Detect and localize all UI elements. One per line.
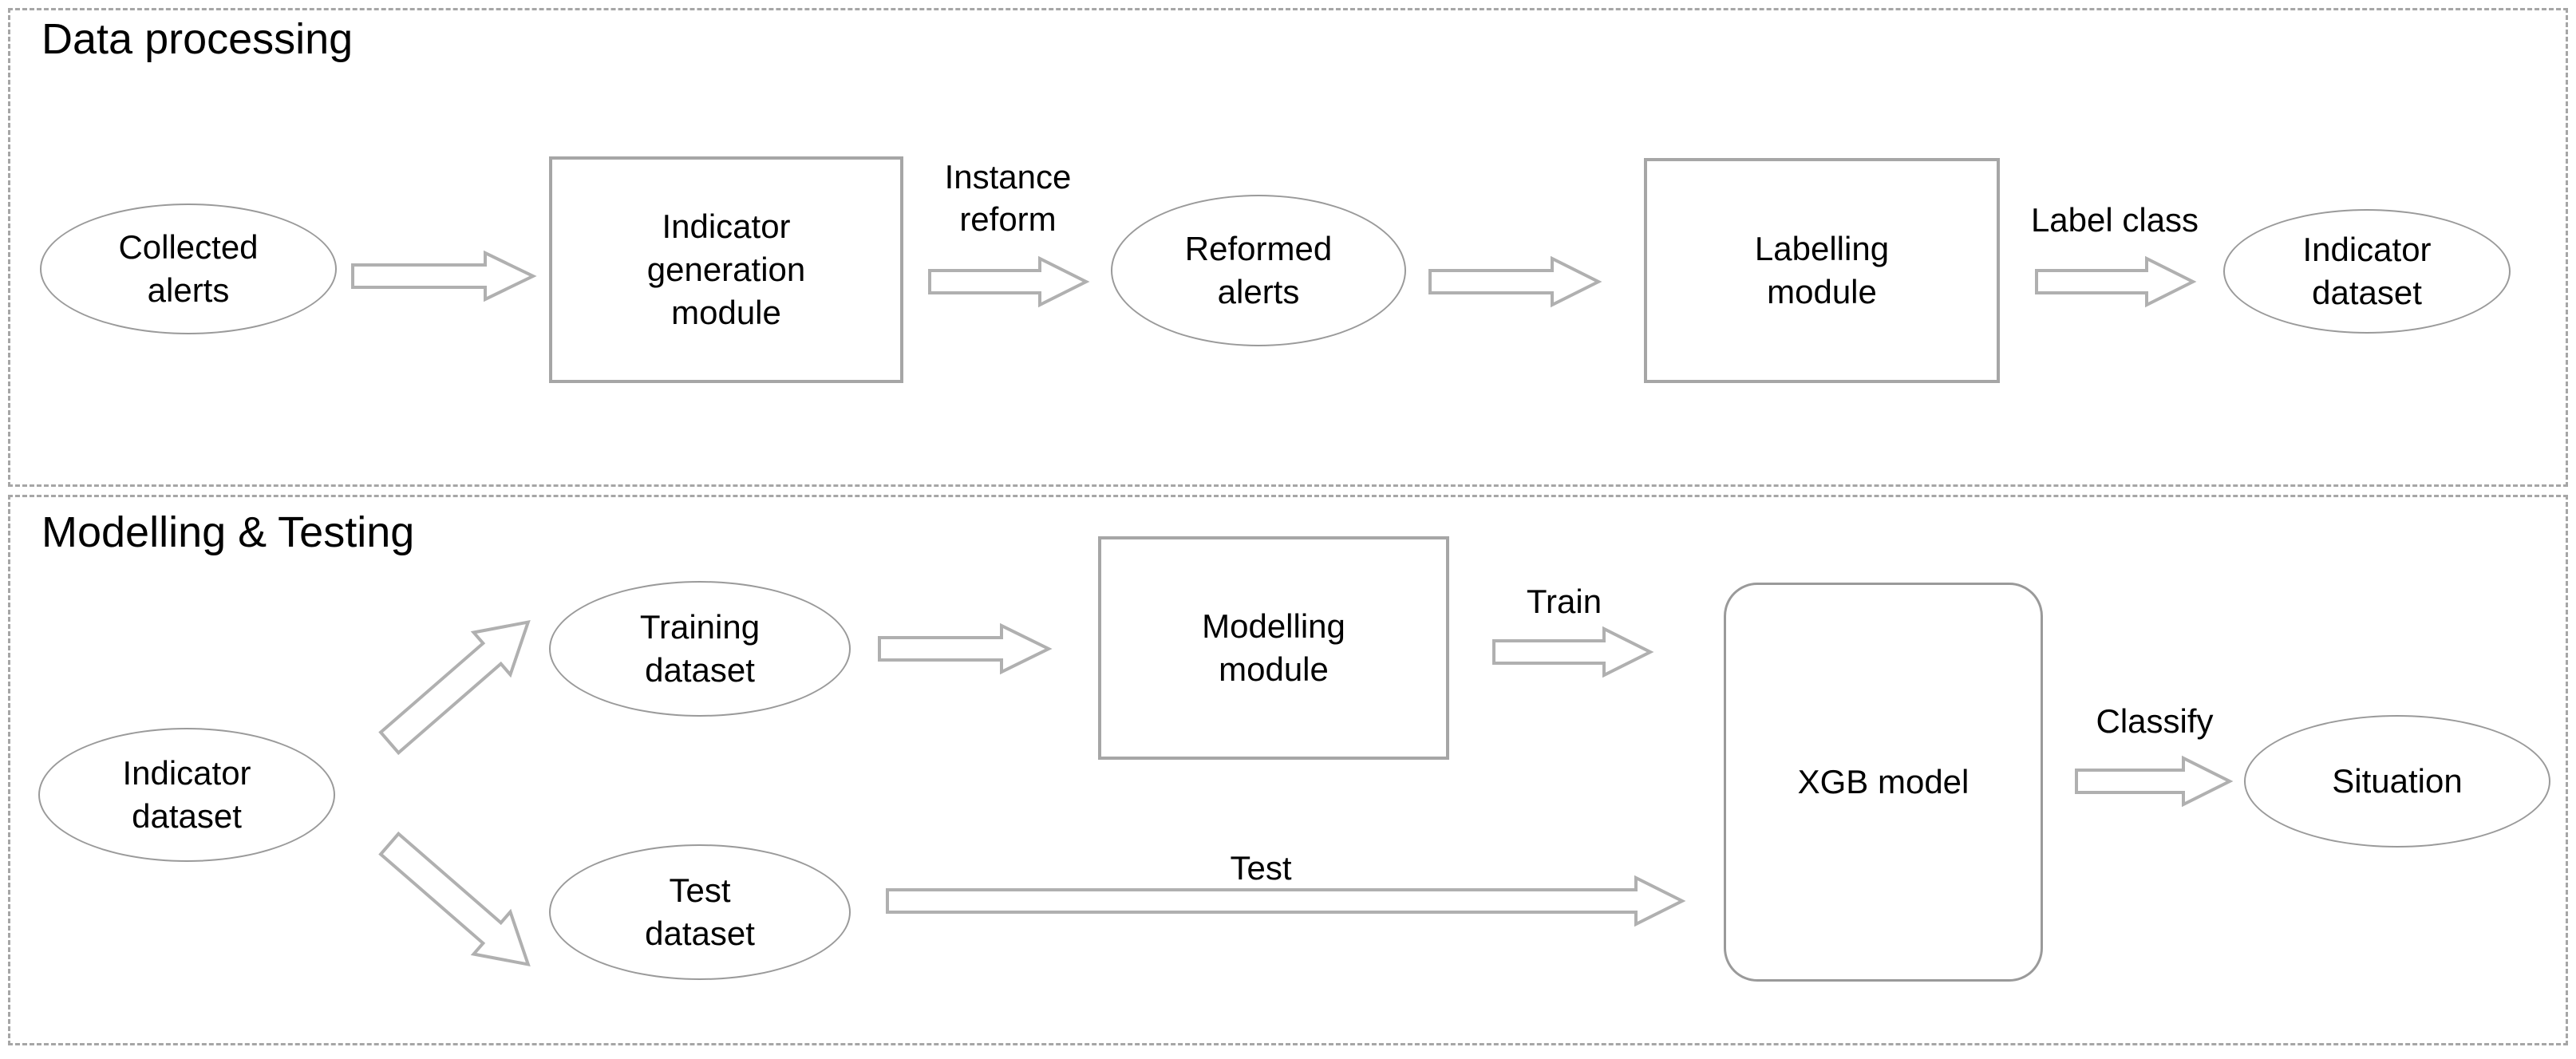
- arrow-training-to-modelling: [878, 622, 1053, 675]
- node-collected-alerts[interactable]: Collected alerts: [40, 204, 337, 334]
- edge-label-instance-reform: Instance reform: [944, 158, 1072, 238]
- edge-label-classify: Classify: [2096, 702, 2214, 740]
- arrow-generation-to-reformed: [928, 255, 1090, 308]
- node-training-dataset[interactable]: Training dataset: [549, 581, 851, 717]
- node-situation[interactable]: Situation: [2244, 715, 2550, 848]
- edge-label-label-class: Label class: [2030, 201, 2199, 239]
- node-xgb-model[interactable]: XGB model: [1724, 583, 2043, 982]
- panel-title-data-processing: Data processing: [41, 15, 354, 63]
- node-reformed-alerts[interactable]: Reformed alerts: [1111, 195, 1406, 346]
- panel-title-modelling-testing: Modelling & Testing: [41, 508, 415, 556]
- node-test-dataset[interactable]: Test dataset: [549, 844, 851, 980]
- node-indicator-dataset-bottom[interactable]: Indicator dataset: [38, 728, 335, 862]
- node-indicator-dataset-top[interactable]: Indicator dataset: [2223, 209, 2511, 334]
- arrow-reformed-to-labelling: [1428, 255, 1602, 308]
- arrow-indicator-to-training: [378, 619, 531, 756]
- arrow-collected-to-generation: [351, 250, 537, 302]
- node-indicator-generation-module[interactable]: Indicator generation module: [549, 156, 903, 383]
- edge-label-train: Train: [1526, 583, 1602, 620]
- arrow-indicator-to-test: [378, 831, 531, 967]
- panel-modelling-testing: [8, 495, 2568, 1045]
- node-labelling-module[interactable]: Labelling module: [1644, 158, 2000, 383]
- panel-data-processing: [8, 8, 2568, 487]
- edge-label-test: Test: [1230, 849, 1292, 887]
- node-modelling-module[interactable]: Modelling module: [1098, 536, 1449, 760]
- arrow-test-to-xgb: [886, 875, 1686, 927]
- arrow-labelling-to-indicator-dataset: [2035, 255, 2197, 308]
- arrow-modelling-to-xgb: [1492, 626, 1654, 678]
- arrow-xgb-to-situation: [2075, 755, 2234, 808]
